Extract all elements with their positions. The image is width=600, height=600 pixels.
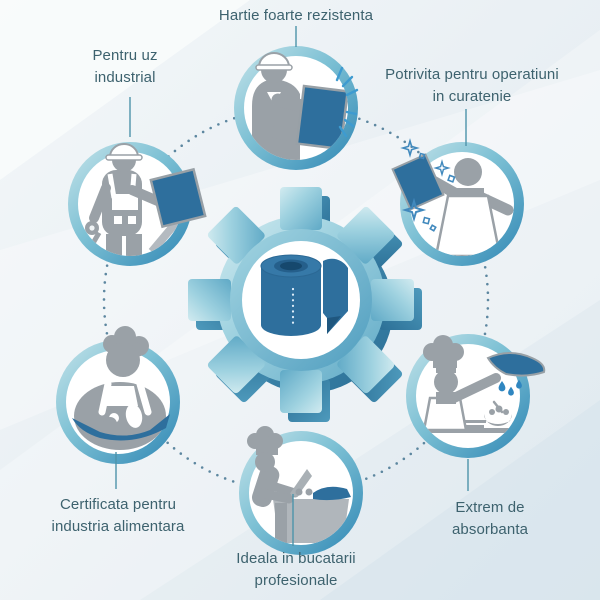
- feature-circle-potrivita: [391, 140, 524, 266]
- wrench: [89, 225, 95, 231]
- label-line: in curatenie: [432, 88, 512, 105]
- feature-label-ideala: Ideala in bucatarii profesionale: [181, 548, 411, 592]
- hard-hat-head: [255, 52, 293, 83]
- label-line: Extrem de: [455, 499, 525, 516]
- chef-food-platter-icon: [72, 326, 170, 450]
- feature-label-hartie: Hartie foarte rezistenta: [166, 5, 426, 27]
- label-line: Hartie foarte rezistenta: [218, 7, 374, 24]
- spoon: [492, 400, 504, 414]
- table: [422, 428, 514, 433]
- label-line: Ideala in bucatarii: [236, 550, 356, 567]
- roll-body: [261, 266, 321, 336]
- tool: [148, 219, 180, 255]
- sparkles: [402, 140, 456, 232]
- feature-circle-hartie: [234, 46, 359, 170]
- roll-core-hole: [280, 261, 302, 271]
- industrial-worker-clipboard-icon: [85, 143, 207, 256]
- apron-strap: [136, 380, 152, 416]
- chef-hat: [423, 335, 464, 373]
- feature-label-certificata: Certificata pentru industria alimentara: [3, 494, 233, 538]
- label-line: industria alimentara: [51, 518, 185, 535]
- feature-label-absorbanta: Extrem de absorbanta: [405, 497, 575, 541]
- worker-strong-paper-icon: [252, 52, 359, 160]
- feature-circle-industrial: [68, 142, 207, 266]
- label-line: Pentru uz: [92, 47, 158, 64]
- roll-sheet-fold: [327, 316, 341, 334]
- blue-platter: [72, 414, 170, 441]
- knife: [289, 469, 312, 497]
- blue-absorbent-cloth: [486, 352, 546, 377]
- roll-hanging-sheet: [323, 258, 348, 334]
- feature-label-potrivita: Potrivita pentru operatiuni in curatenie: [327, 64, 600, 108]
- label-line: industrial: [94, 69, 156, 86]
- head: [106, 343, 140, 377]
- blue-cleaning-cloth: [391, 153, 445, 211]
- chef-absorbent-cloth-icon: [422, 335, 546, 433]
- food-item: [103, 417, 117, 431]
- feature-circle-ideala: [239, 426, 363, 555]
- apron-strap: [98, 380, 112, 416]
- blue-dish: [313, 486, 351, 501]
- feature-circle-absorbanta: [406, 334, 546, 458]
- gear-icon: [188, 187, 422, 422]
- apron-bib: [106, 386, 138, 406]
- label-line: profesionale: [254, 572, 338, 589]
- bowl: [484, 414, 512, 426]
- label-line: absorbanta: [451, 521, 529, 538]
- chef-hat: [247, 426, 283, 455]
- head: [255, 452, 275, 472]
- head: [454, 158, 482, 186]
- feature-label-industrial: Pentru uz industrial: [50, 45, 200, 89]
- feature-circle-certificata: [56, 326, 180, 464]
- table: [273, 499, 349, 543]
- label-connectors: [115, 26, 469, 546]
- head: [434, 370, 458, 394]
- apron: [434, 194, 502, 256]
- paper-towel-roll-icon: [260, 254, 348, 336]
- hard-hat-head: [105, 143, 143, 172]
- overall-bib: [112, 194, 138, 210]
- chef-chopping-icon: [247, 426, 351, 545]
- label-line: Certificata pentru: [59, 496, 177, 513]
- strength-burst-lines: [335, 66, 359, 138]
- cleaner-sparkling-cloth-icon: [391, 140, 514, 256]
- label-line: Potrivita pentru operatiuni: [385, 66, 559, 83]
- dotted-orbit-ring: [102, 106, 490, 494]
- blue-clipboard: [149, 167, 207, 229]
